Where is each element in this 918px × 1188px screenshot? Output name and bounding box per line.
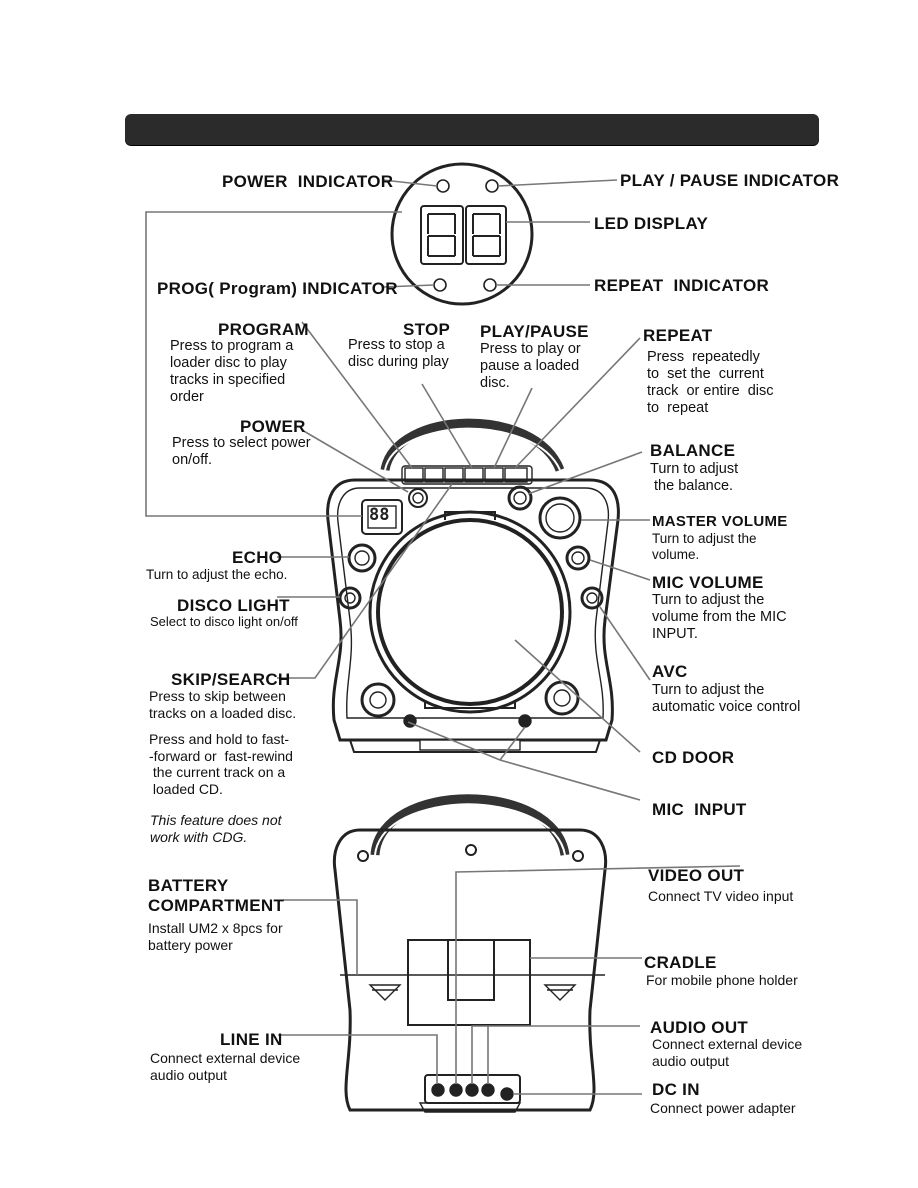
battery-title: BATTERY COMPARTMENT (148, 876, 285, 916)
dc-in-title: DC IN (652, 1080, 700, 1099)
disco-light-desc: Select to disco light on/off (150, 614, 298, 629)
led-digits-illustration (427, 213, 501, 257)
skip-search-desc: Press to skip between tracks on a loaded… (149, 688, 297, 721)
line-in-desc: Connect external device audio output (150, 1050, 301, 1083)
section-header-bar (125, 114, 819, 145)
repeat-indicator-label: REPEAT INDICATOR (594, 276, 770, 295)
skip-search-desc-hold: Press and hold to fast- -forward or fast… (149, 731, 293, 797)
program-title: PROGRAM (218, 320, 309, 339)
echo-title: ECHO (232, 548, 283, 567)
battery-desc: Install UM2 x 8pcs for battery power (148, 920, 283, 953)
master-volume-title: MASTER VOLUME (652, 513, 788, 530)
balance-title: BALANCE (650, 441, 736, 460)
cradle-desc: For mobile phone holder (646, 972, 798, 988)
video-out-title: VIDEO OUT (648, 866, 745, 885)
repeat-desc: Press repeatedly to set the current trac… (647, 349, 774, 417)
echo-desc: Turn to adjust the echo. (146, 567, 288, 582)
skip-search-note: This feature does not work with CDG. (150, 812, 282, 845)
stop-title: STOP (403, 320, 451, 339)
cradle-title: CRADLE (644, 953, 717, 972)
line-in-title: LINE IN (220, 1030, 283, 1049)
video-out-desc: Connect TV video input (648, 888, 794, 904)
mic-input-label: MIC INPUT (652, 800, 747, 819)
led-display-label: LED DISPLAY (594, 214, 709, 233)
power-indicator-label: POWER INDICATOR (222, 172, 394, 191)
front-device-illustration (326, 418, 620, 753)
master-volume-desc: Turn to adjust the volume. (652, 531, 757, 562)
stop-desc: Press to stop a disc during play (348, 337, 449, 371)
mic-volume-title: MIC VOLUME (652, 573, 764, 592)
play-pause-title: PLAY/PAUSE (480, 322, 589, 341)
cd-door-label: CD DOOR (652, 748, 735, 767)
audio-out-title: AUDIO OUT (650, 1018, 749, 1037)
mic-volume-desc: Turn to adjust the volume from the MIC I… (652, 592, 787, 643)
skip-search-title: SKIP/SEARCH (171, 670, 291, 689)
indicator-zoom-illustration (390, 162, 534, 306)
back-device-illustration (332, 794, 608, 1113)
disco-light-title: DISCO LIGHT (177, 596, 290, 615)
avc-desc: Turn to adjust the automatic voice contr… (652, 682, 801, 716)
power-desc: Press to select power on/off. (172, 435, 311, 469)
dc-in-desc: Connect power adapter (650, 1100, 796, 1116)
leader-lines (145, 179, 741, 1095)
repeat-title: REPEAT (643, 326, 713, 345)
front-led-digits: 88 (369, 505, 390, 525)
power-title: POWER (240, 417, 306, 436)
balance-desc: Turn to adjust the balance. (650, 461, 739, 495)
audio-out-desc: Connect external device audio output (652, 1036, 803, 1069)
prog-indicator-label: PROG( Program) INDICATOR (157, 279, 398, 298)
play-pause-indicator-label: PLAY / PAUSE INDICATOR (620, 171, 840, 190)
avc-title: AVC (652, 662, 688, 681)
program-desc: Press to program a loader disc to play t… (170, 338, 294, 406)
play-pause-desc: Press to play or pause a loaded disc. (480, 341, 581, 392)
